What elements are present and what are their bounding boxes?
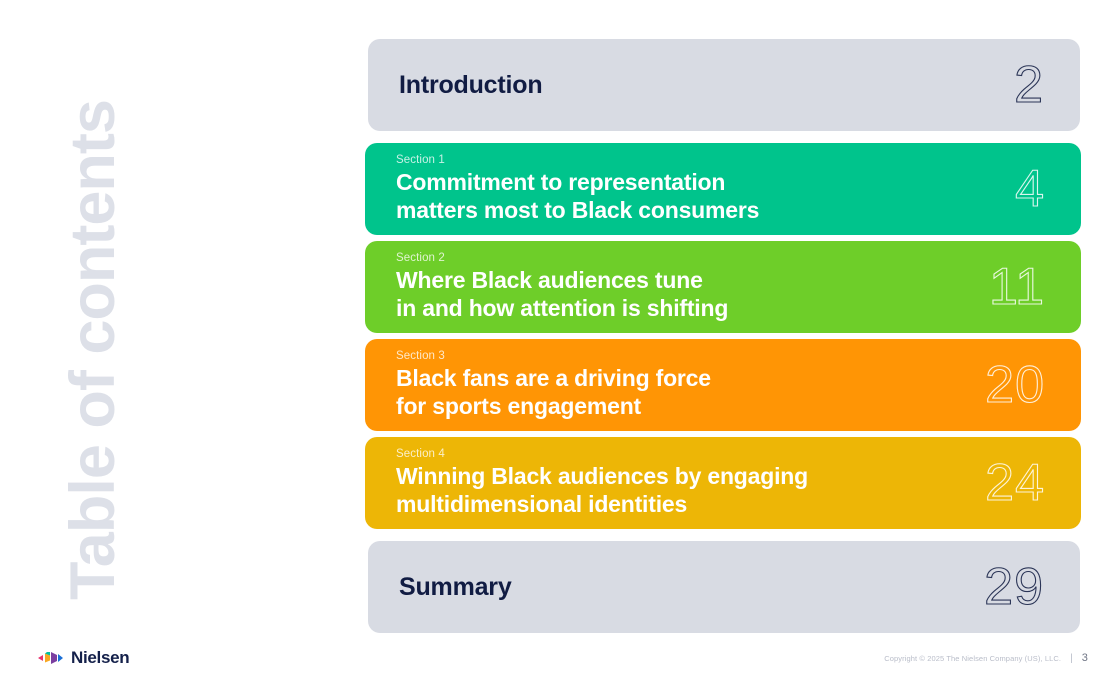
toc-page-number: 29: [984, 558, 1044, 616]
nielsen-logo: Nielsen: [38, 648, 130, 668]
toc-page-number: 24: [985, 454, 1045, 512]
toc-page-number: 4: [1015, 160, 1045, 218]
toc-row-title: Summary: [399, 572, 512, 601]
toc-row-title: Where Black audiences tune in and how at…: [396, 266, 989, 322]
toc-text-column: Introduction: [368, 71, 1014, 100]
toc-row-title-line-1: Black fans are a driving force: [396, 364, 711, 391]
page-title: Table of contents: [58, 100, 128, 600]
toc-number-column: 4: [1015, 160, 1081, 218]
toc-row-title-line-2: matters most to Black consumers: [396, 197, 760, 223]
toc-page-number: 11: [988, 258, 1045, 316]
footer-meta: Copyright © 2025 The Nielsen Company (US…: [884, 652, 1088, 664]
toc-row-title: Black fans are a driving force for sport…: [396, 364, 985, 420]
footer-page-number: 3: [1081, 652, 1088, 664]
toc-number-column: 20: [985, 356, 1081, 414]
toc-number-column: 2: [1014, 56, 1080, 114]
footer-separator: |: [1070, 652, 1073, 664]
toc-number-column: 24: [985, 454, 1081, 512]
toc-number-column: 11: [988, 258, 1081, 316]
toc-row-section-3[interactable]: Section 3 Black fans are a driving force…: [365, 339, 1081, 431]
toc-row-title: Winning Black audiences by engaging mult…: [396, 462, 985, 518]
footer: Nielsen Copyright © 2025 The Nielsen Com…: [0, 636, 1120, 680]
toc-page-number: 2: [1014, 56, 1044, 114]
toc-row-title-line-1: Where Black audiences tune: [396, 266, 703, 293]
toc-section-label: Section 1: [396, 153, 445, 166]
toc-page-number: 20: [985, 356, 1045, 414]
toc-row-section-2[interactable]: Section 2 Where Black audiences tune in …: [365, 241, 1081, 333]
toc-text-column: Section 4 Winning Black audiences by eng…: [365, 448, 985, 518]
toc-section-label: Section 3: [396, 349, 445, 362]
toc-section-label: Section 4: [396, 447, 445, 460]
toc-section-label: Section 2: [396, 251, 445, 264]
toc-text-column: Section 3 Black fans are a driving force…: [365, 350, 985, 420]
toc-row-section-4[interactable]: Section 4 Winning Black audiences by eng…: [365, 437, 1081, 529]
toc-row-introduction[interactable]: Introduction 2: [368, 39, 1080, 131]
toc-row-title-line-2: multidimensional identities: [396, 491, 688, 517]
side-title-container: Table of contents: [0, 0, 360, 640]
toc-row-title-line-2: for sports engagement: [396, 393, 642, 419]
toc-row-section-1[interactable]: Section 1 Commitment to representation m…: [365, 143, 1081, 235]
toc-row-title: Commitment to representation matters mos…: [396, 168, 1015, 224]
copyright-text: Copyright © 2025 The Nielsen Company (US…: [884, 653, 1062, 663]
nielsen-wordmark: Nielsen: [71, 648, 130, 667]
nielsen-logo-mark-icon: [38, 652, 63, 664]
toc-row-summary[interactable]: Summary 29: [368, 541, 1080, 633]
toc-text-column: Section 2 Where Black audiences tune in …: [365, 252, 989, 322]
toc-row-title-line-1: Commitment to representation: [396, 168, 726, 195]
table-of-contents: Introduction 2 Section 1 Commitment to r…: [365, 39, 1081, 639]
toc-text-column: Summary: [368, 573, 984, 602]
toc-row-title-line-2: in and how attention is shifting: [396, 295, 729, 321]
toc-row-title: Introduction: [399, 70, 543, 99]
toc-text-column: Section 1 Commitment to representation m…: [365, 154, 1015, 224]
toc-row-title-line-1: Winning Black audiences by engaging: [396, 462, 808, 489]
toc-number-column: 29: [984, 558, 1080, 616]
